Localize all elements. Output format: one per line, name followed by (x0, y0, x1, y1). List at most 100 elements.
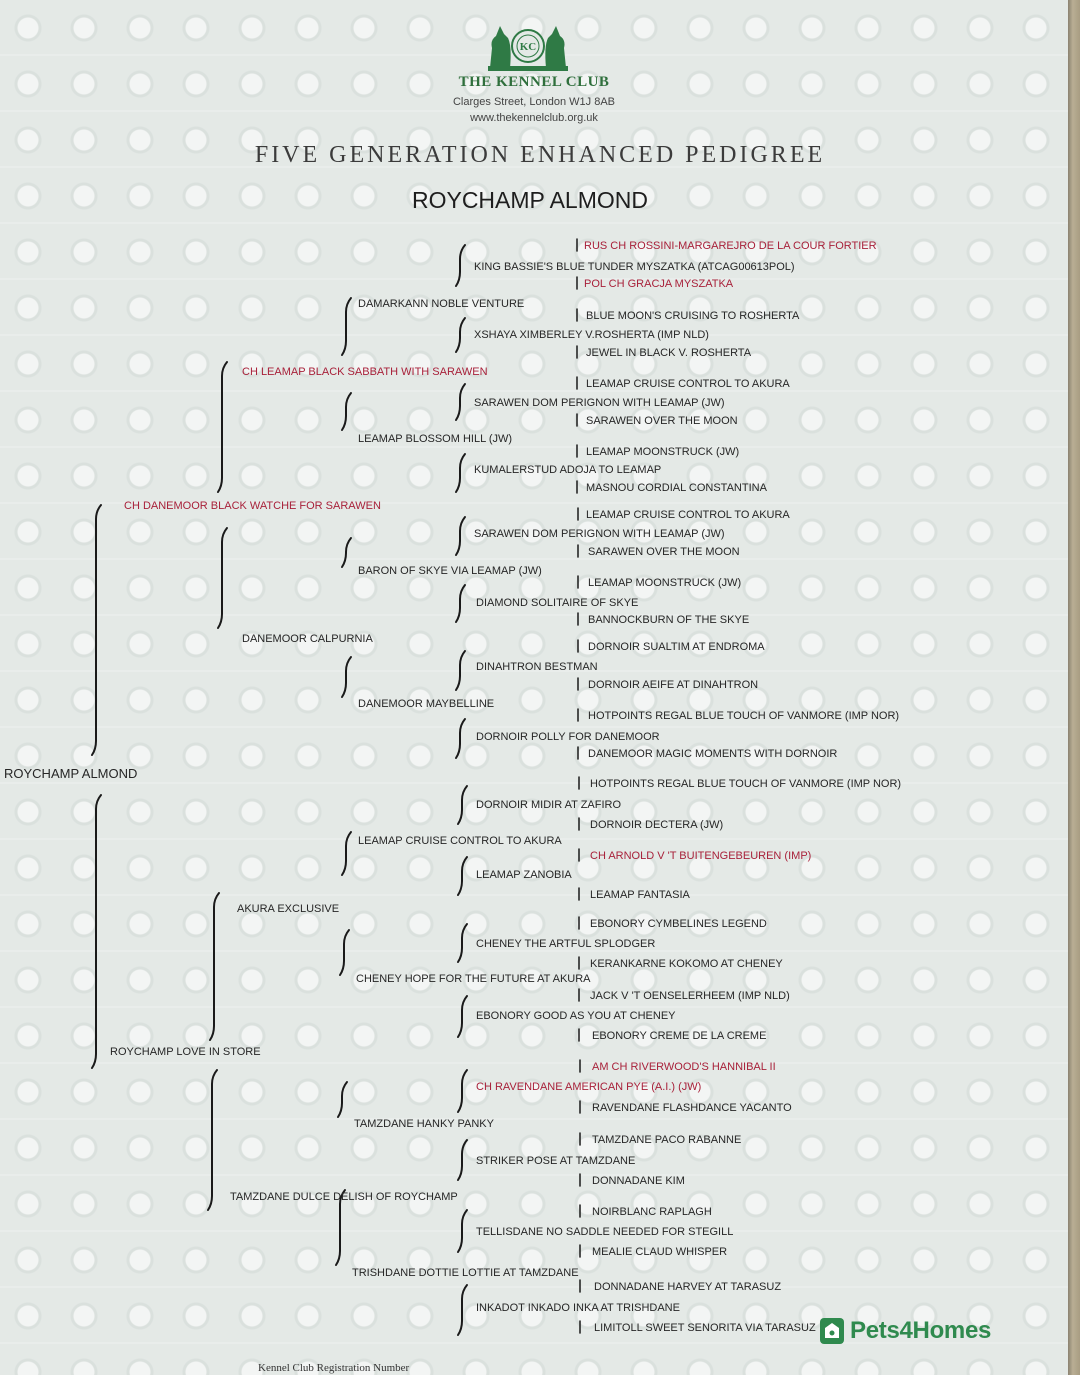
gen5-entry: EBONORY CREME DE LA CREME (592, 1030, 767, 1042)
pedigree-subject: ROYCHAMP ALMOND (4, 766, 138, 781)
gen4-entry: EBONORY GOOD AS YOU AT CHENEY (476, 1010, 676, 1022)
paw-house-icon (820, 1318, 844, 1344)
pedigree-dam: ROYCHAMP LOVE IN STORE (110, 1046, 261, 1058)
bracket-line (457, 1069, 468, 1113)
gen3-entry: DANEMOOR MAYBELLINE (358, 698, 495, 710)
bracket-line (455, 383, 466, 421)
bracket-line (457, 785, 468, 825)
bracket-line (341, 831, 352, 876)
frame-edge (1068, 0, 1080, 1375)
gen4-entry: INKADOT INKADO INKA AT TRISHDANE (476, 1302, 680, 1314)
gen5-entry: DORNOIR AEIFE AT DINAHTRON (588, 679, 759, 691)
gen5-entry: KERANKARNE KOKOMO AT CHENEY (590, 958, 783, 970)
gen5-entry: JEWEL IN BLACK V. ROSHERTA (586, 347, 752, 359)
bracket-line (217, 361, 228, 493)
bracket-line (455, 317, 466, 353)
bracket-line (341, 537, 352, 568)
club-name: THE KENNEL CLUB (458, 74, 610, 90)
bracket-line (457, 923, 468, 963)
bracket-line (455, 718, 466, 759)
registration-label: Kennel Club Registration Number (258, 1362, 410, 1374)
gen5-entry: AM CH RIVERWOOD'S HANNIBAL II (592, 1061, 776, 1073)
gen3-entry: BARON OF SKYE VIA LEAMAP (JW) (358, 565, 542, 577)
watermark-brand: Pets4Homes (850, 1317, 992, 1344)
bracket-line (455, 453, 466, 493)
gen4-entry: LEAMAP ZANOBIA (476, 869, 572, 881)
gen5-entry: DANEMOOR MAGIC MOMENTS WITH DORNOIR (588, 748, 838, 760)
bracket-line (457, 1284, 468, 1336)
bracket-line (217, 527, 228, 629)
kennel-club-logo-icon: KC (488, 26, 568, 71)
gen5-entry: MASNOU CORDIAL CONSTANTINA (586, 482, 767, 494)
gen4-entry: DORNOIR MIDIR AT ZAFIRO (476, 799, 622, 811)
gen5-entry: BLUE MOON'S CRUISING TO ROSHERTA (586, 310, 800, 322)
gen5-entry: DONNADANE KIM (592, 1175, 685, 1187)
gen3-entry: DAMARKANN NOBLE VENTURE (358, 298, 525, 310)
gen4-entry: XSHAYA XIMBERLEY V.ROSHERTA (IMP NLD) (474, 329, 709, 341)
gen3-entry: LEAMAP CRUISE CONTROL TO AKURA (358, 835, 562, 847)
bracket-line (455, 650, 466, 691)
bracket-line (91, 504, 102, 756)
gen4-entry: TELLISDANE NO SADDLE NEEDED FOR STEGILL (476, 1226, 734, 1238)
gen5-entry: DONNADANE HARVEY AT TARASUZ (594, 1281, 782, 1293)
bracket-line (339, 929, 350, 976)
gen5-entry: JACK V 'T OENSELERHEEM (IMP NLD) (590, 990, 790, 1002)
gen4-entry: DINAHTRON BESTMAN (476, 661, 598, 673)
gen5-entry: LEAMAP FANTASIA (590, 889, 690, 901)
dog-name-heading: ROYCHAMP ALMOND (411, 187, 648, 213)
bracket-line (341, 297, 352, 356)
pets4homes-watermark: Pets4Homes (818, 1311, 991, 1351)
gen4-entry: KING BASSIE'S BLUE TUNDER MYSZATKA (ATCA… (474, 261, 795, 273)
gen5-entry: EBONORY CYMBELINES LEGEND (590, 918, 767, 930)
bracket-line (209, 892, 220, 1041)
gen2-entry: DANEMOOR CALPURNIA (242, 633, 373, 645)
bracket-line (91, 794, 102, 1069)
gen4-entry: CH RAVENDANE AMERICAN PYE (A.I.) (JW) (476, 1081, 702, 1093)
gen5-entry: DORNOIR DECTERA (JW) (590, 819, 724, 831)
gen5-entry: LEAMAP MOONSTRUCK (JW) (588, 577, 742, 589)
bracket-line (341, 656, 352, 698)
club-address: Clarges Street, London W1J 8AB (452, 96, 616, 108)
gen4-entry: STRIKER POSE AT TAMZDANE (476, 1155, 636, 1167)
gen4-entry: SARAWEN DOM PERIGNON WITH LEAMAP (JW) (474, 397, 725, 409)
gen5-entry: LEAMAP MOONSTRUCK (JW) (586, 446, 740, 458)
gen5-entry: LIMITOLL SWEET SENORITA VIA TARASUZ (594, 1322, 816, 1334)
gen4-entry: KUMALERSTUD ADOJA TO LEAMAP (474, 464, 662, 476)
gen4-entry: SARAWEN DOM PERIGNON WITH LEAMAP (JW) (474, 528, 725, 540)
gen4-entry: DORNOIR POLLY FOR DANEMOOR (476, 731, 660, 743)
gen4-entry: CHENEY THE ARTFUL SPLODGER (476, 938, 656, 950)
gen3-entry: TAMZDANE HANKY PANKY (354, 1118, 494, 1130)
gen5-entry: BANNOCKBURN OF THE SKYE (588, 614, 750, 626)
club-website: www.thekennelclub.org.uk (470, 112, 598, 124)
bracket-line (457, 1139, 468, 1181)
gen3-entry: LEAMAP BLOSSOM HILL (JW) (358, 433, 513, 445)
gen5-entry: POL CH GRACJA MYSZATKA (584, 278, 734, 290)
pedigree-sire: CH DANEMOOR BLACK WATCHE FOR SARAWEN (124, 500, 381, 512)
gen5-entry: NOIRBLANC RAPLAGH (592, 1206, 712, 1218)
gen5-entry: MEALIE CLAUD WHISPER (592, 1246, 728, 1258)
bracket-line (457, 1209, 468, 1253)
logo-text: KC (520, 41, 537, 53)
gen2-entry: AKURA EXCLUSIVE (237, 903, 340, 915)
gen5-entry: LEAMAP CRUISE CONTROL TO AKURA (586, 378, 790, 390)
gen3-entry: TRISHDANE DOTTIE LOTTIE AT TAMZDANE (352, 1267, 579, 1279)
bracket-line (455, 584, 466, 623)
bracket-line (335, 1189, 346, 1266)
bracket-line (341, 392, 352, 431)
gen5-entry: DORNOIR SUALTIM AT ENDROMA (588, 641, 765, 653)
bracket-line (455, 244, 466, 287)
gen5-entry: HOTPOINTS REGAL BLUE TOUCH OF VANMORE (I… (588, 710, 900, 722)
gen5-entry: CH ARNOLD V 'T BUITENGEBEUREN (IMP) (590, 850, 812, 862)
bracket-line (455, 516, 466, 556)
bracket-line (207, 1069, 218, 1211)
gen2-entry: CH LEAMAP BLACK SABBATH WITH SARAWEN (242, 366, 488, 378)
gen5-entry: SARAWEN OVER THE MOON (588, 546, 740, 558)
bracket-line (457, 995, 468, 1038)
gen2-entry: TAMZDANE DULCE DELISH OF ROYCHAMP (230, 1191, 458, 1203)
gen5-entry: RAVENDANE FLASHDANCE YACANTO (592, 1102, 792, 1114)
gen5-entry: TAMZDANE PACO RABANNE (592, 1134, 742, 1146)
bracket-line (457, 856, 468, 896)
gen5-entry: LEAMAP CRUISE CONTROL TO AKURA (586, 509, 790, 521)
